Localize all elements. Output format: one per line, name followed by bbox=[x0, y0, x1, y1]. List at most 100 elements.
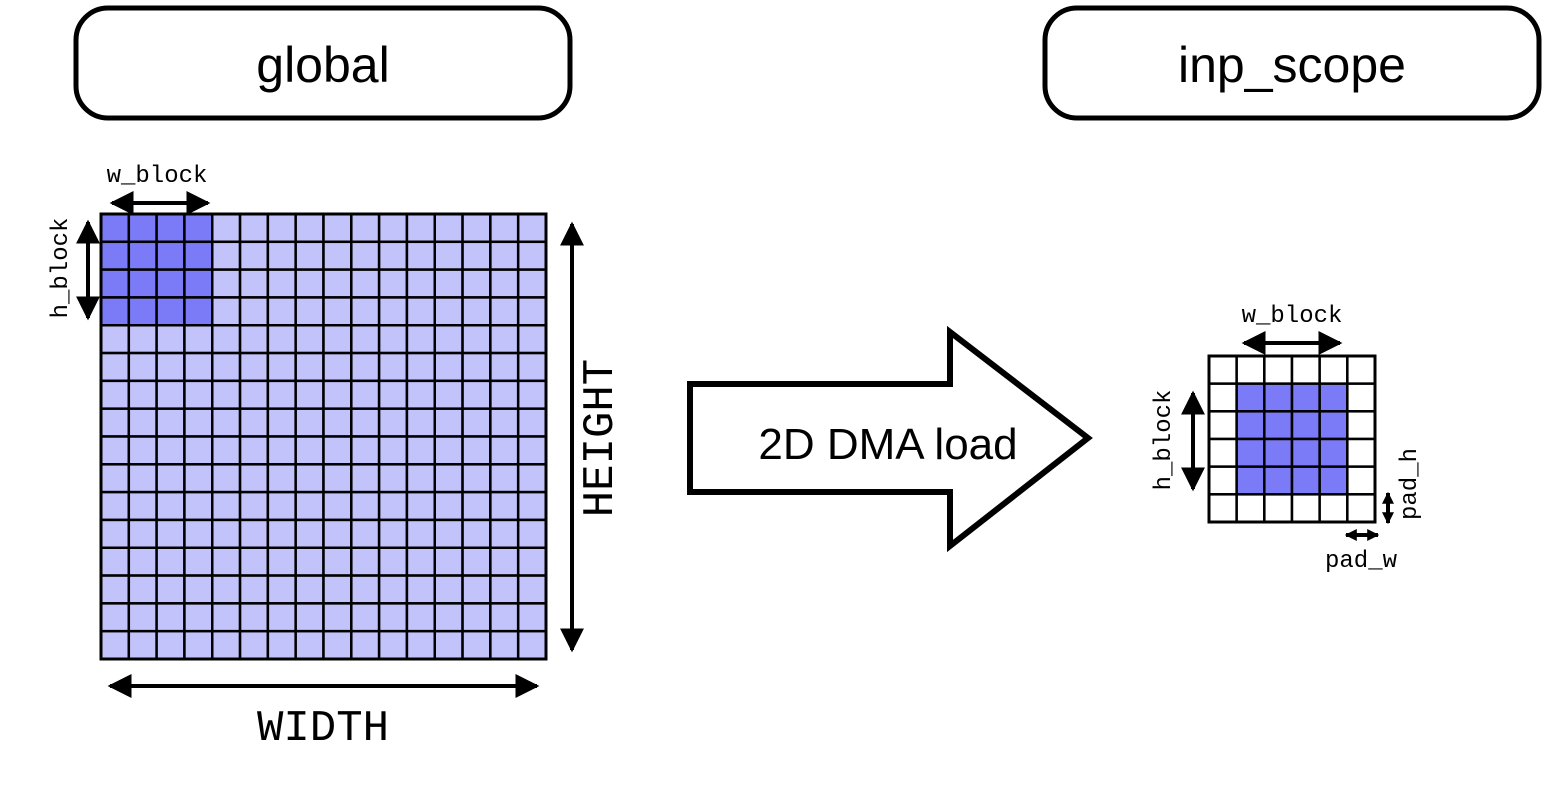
global-cell bbox=[238, 518, 270, 549]
global-block-cell bbox=[127, 240, 158, 271]
global-cell bbox=[155, 490, 186, 522]
pad-cell bbox=[1207, 410, 1238, 441]
global-cell bbox=[461, 407, 492, 438]
global-cell bbox=[127, 407, 158, 438]
global-cell bbox=[294, 379, 325, 410]
global-cell bbox=[211, 379, 242, 410]
global-cell bbox=[183, 490, 214, 522]
global-cell bbox=[461, 296, 492, 327]
global-block-cell bbox=[99, 268, 131, 299]
global-cell bbox=[211, 490, 242, 522]
global-cell bbox=[405, 296, 436, 327]
global-cell bbox=[433, 240, 464, 271]
global-cell bbox=[516, 574, 548, 605]
global-cell bbox=[433, 296, 464, 327]
global-cell bbox=[127, 324, 158, 355]
global-cell bbox=[377, 351, 409, 383]
global-cell bbox=[155, 574, 186, 605]
global-cell bbox=[516, 351, 548, 383]
global-cell bbox=[405, 407, 436, 438]
global-cell bbox=[377, 518, 409, 549]
global-cell bbox=[238, 212, 270, 244]
pad-cell bbox=[1235, 354, 1266, 385]
global-block-cell bbox=[155, 268, 186, 299]
global-cell bbox=[516, 463, 548, 494]
global-cell bbox=[405, 379, 436, 410]
global-cell bbox=[211, 574, 242, 605]
global-cell bbox=[322, 463, 353, 494]
global-cell bbox=[294, 296, 325, 327]
dma-load-label: 2D DMA load bbox=[758, 420, 1017, 469]
global-cell bbox=[433, 546, 464, 577]
global-cell bbox=[238, 324, 270, 355]
dest-block-cell bbox=[1235, 437, 1266, 468]
pad-cell bbox=[1290, 354, 1321, 385]
global-cell bbox=[350, 602, 381, 633]
global-cell bbox=[294, 435, 325, 466]
global-cell bbox=[433, 463, 464, 494]
global-cell bbox=[377, 629, 409, 661]
dest-block-cell bbox=[1263, 437, 1294, 468]
global-cell bbox=[405, 435, 436, 466]
pad-h-label: pad_h bbox=[1397, 448, 1424, 520]
global-block-cell bbox=[183, 212, 214, 244]
pad-w-label: pad_w bbox=[1325, 548, 1398, 575]
global-block-cell bbox=[127, 212, 158, 244]
global-cell bbox=[183, 629, 214, 661]
global-cell bbox=[211, 435, 242, 466]
global-cell bbox=[489, 351, 520, 383]
global-title: global bbox=[256, 37, 389, 93]
global-cell bbox=[350, 351, 381, 383]
global-cell bbox=[294, 629, 325, 661]
global-cell bbox=[155, 407, 186, 438]
global-cell bbox=[350, 240, 381, 271]
global-cell bbox=[155, 602, 186, 633]
global-cell bbox=[433, 629, 464, 661]
global-cell bbox=[350, 490, 381, 522]
global-cell bbox=[266, 324, 297, 355]
global-cell bbox=[238, 379, 270, 410]
pad-cell bbox=[1235, 493, 1266, 524]
global-cell bbox=[211, 268, 242, 299]
global-cell bbox=[183, 602, 214, 633]
global-cell bbox=[405, 463, 436, 494]
global-cell bbox=[377, 379, 409, 410]
pad-cell bbox=[1290, 493, 1321, 524]
pad-cell bbox=[1207, 437, 1238, 468]
global-cell bbox=[516, 212, 548, 244]
global-cell bbox=[433, 602, 464, 633]
global-cell bbox=[377, 463, 409, 494]
dma-load-arrow: 2D DMA load bbox=[687, 325, 1093, 553]
global-cell bbox=[266, 518, 297, 549]
global-cell bbox=[405, 574, 436, 605]
global-cell bbox=[433, 324, 464, 355]
pad-cell bbox=[1263, 493, 1294, 524]
global-cell bbox=[294, 240, 325, 271]
global-cell bbox=[433, 574, 464, 605]
global-cell bbox=[294, 268, 325, 299]
pad-cell bbox=[1346, 354, 1377, 385]
global-cell bbox=[238, 629, 270, 661]
global-cell bbox=[211, 518, 242, 549]
global-cell bbox=[127, 546, 158, 577]
dest-block-cell bbox=[1263, 465, 1294, 496]
global-block-cell bbox=[183, 296, 214, 327]
global-cell bbox=[322, 546, 353, 577]
global-cell bbox=[211, 463, 242, 494]
pad-cell bbox=[1346, 382, 1377, 413]
global-cell bbox=[461, 324, 492, 355]
global-cell bbox=[461, 518, 492, 549]
global-cell bbox=[211, 407, 242, 438]
global-cell bbox=[183, 435, 214, 466]
global-cell bbox=[294, 490, 325, 522]
global-block-cell bbox=[127, 296, 158, 327]
global-cell bbox=[433, 379, 464, 410]
global-block-cell bbox=[127, 268, 158, 299]
global-cell bbox=[238, 268, 270, 299]
global-cell bbox=[211, 546, 242, 577]
global-cell bbox=[489, 629, 520, 661]
pad-cell bbox=[1346, 493, 1377, 524]
global-cell bbox=[405, 240, 436, 271]
global-cell bbox=[99, 351, 131, 383]
global-cell bbox=[516, 602, 548, 633]
